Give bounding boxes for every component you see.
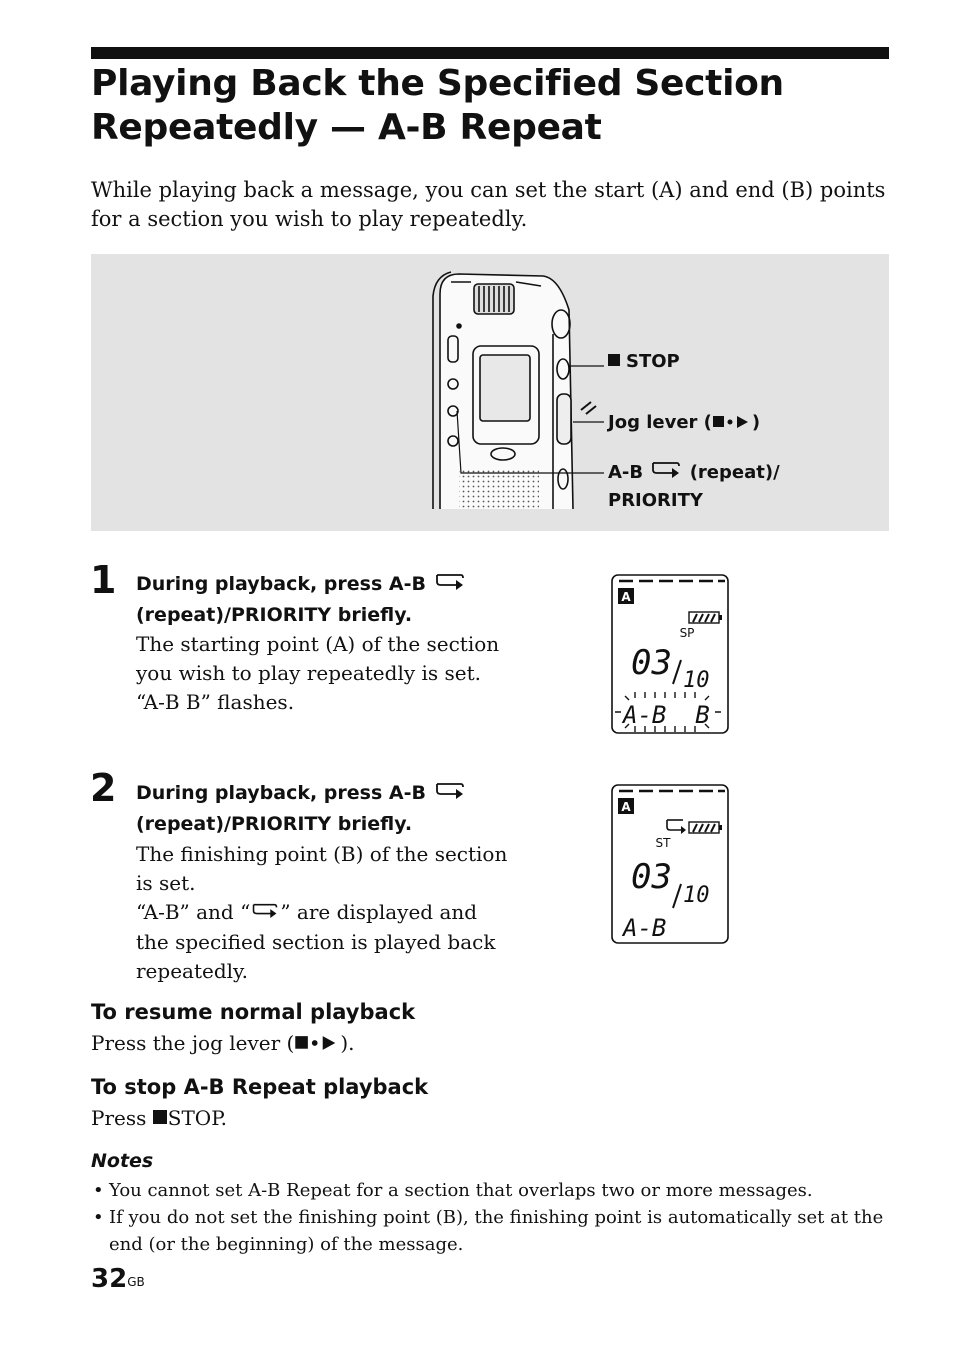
step-2-body-line: “A-B” and “ xyxy=(136,900,251,924)
stop-dot-play-icon xyxy=(294,1030,340,1059)
notes-heading: Notes xyxy=(91,1150,154,1172)
step-2-head-line2: (repeat)/PRIORITY briefly. xyxy=(136,812,413,835)
jog-label-pre: Jog lever ( xyxy=(608,412,712,433)
page-number: 32GB xyxy=(91,1262,145,1296)
repeat-arrow-icon xyxy=(433,570,467,600)
step-1-head-pre: During playback, press A-B xyxy=(136,573,426,595)
intro-paragraph: While playing back a message, you can se… xyxy=(91,178,886,231)
voice-recorder-drawing xyxy=(432,271,604,510)
recorder-illustration xyxy=(91,254,889,531)
stop-dot-play-icon xyxy=(712,410,752,437)
note-item: You cannot set A-B Repeat for a section … xyxy=(91,1177,891,1204)
repeat-arrow-icon xyxy=(250,899,280,928)
lcd-display-step-2: A ST 03 10 A-B xyxy=(611,784,729,944)
lcd2-text: A-B xyxy=(621,914,666,942)
stop-ab-heading: To stop A-B Repeat playback xyxy=(91,1075,429,1099)
resume-text-pre: Press the jog lever ( xyxy=(91,1031,295,1055)
step-1-body-line: The starting point (A) of the section xyxy=(136,632,500,656)
lcd-display-step-1: A SP 03 10 A-B B xyxy=(611,574,729,734)
lcd1-mode: SP xyxy=(680,626,695,640)
lcd2-mode: ST xyxy=(656,836,672,850)
step-1-body: The starting point (A) of the section yo… xyxy=(136,630,536,717)
step-2-head-pre: During playback, press A-B xyxy=(136,782,426,804)
resume-text: Press the jog lever (). xyxy=(91,1029,355,1059)
ab-repeat-label: A-B (repeat)/ PRIORITY xyxy=(608,459,780,514)
resume-heading: To resume normal playback xyxy=(91,1000,416,1024)
repeat-arrow-icon xyxy=(649,459,683,487)
stop-text-post: STOP. xyxy=(167,1106,227,1130)
step-2-heading: During playback, press A-B (repeat)/PRIO… xyxy=(136,778,467,839)
step-1-body-line: “A-B B” flashes. xyxy=(136,690,295,714)
step-2-body: The finishing point (B) of the section i… xyxy=(136,840,536,986)
jog-label-post: ) xyxy=(751,412,761,433)
step-2-body-line: is set. xyxy=(136,871,196,895)
lcd2-badge: A xyxy=(621,800,631,814)
step-2-body-line: the specified section is played back xyxy=(136,930,496,954)
stop-text-pre: Press xyxy=(91,1106,153,1130)
lcd2-total: 10 xyxy=(683,883,710,908)
lcd1-text: A-B B xyxy=(621,701,710,729)
stop-square-icon xyxy=(608,354,620,366)
repeat-arrow-icon xyxy=(433,779,467,809)
page-title: Playing Back the Specified Section Repea… xyxy=(91,62,891,150)
stop-square-icon xyxy=(152,1109,167,1124)
step-2-number: 2 xyxy=(90,766,117,810)
lcd1-badge: A xyxy=(621,590,631,604)
stop-ab-text: Press STOP. xyxy=(91,1104,227,1133)
lcd1-msg: 03 xyxy=(631,643,672,683)
step-2-body-line: repeatedly. xyxy=(136,959,249,983)
step-2-body-line: The finishing point (B) of the section xyxy=(136,842,508,866)
ab-label-post: (repeat)/ xyxy=(689,462,780,483)
lcd2-msg: 03 xyxy=(631,857,672,897)
note-item: If you do not set the finishing point (B… xyxy=(91,1204,891,1258)
resume-text-post: ). xyxy=(340,1031,355,1055)
step-1-head-line2: (repeat)/PRIORITY briefly. xyxy=(136,603,413,626)
stop-label: STOP xyxy=(608,348,680,375)
title-line-1: Playing Back the Specified Section xyxy=(91,63,784,104)
step-1-body-line: you wish to play repeatedly is set. xyxy=(136,661,482,685)
page-suffix: GB xyxy=(127,1275,145,1289)
page-number-value: 32 xyxy=(91,1264,128,1294)
stop-label-text: STOP xyxy=(626,351,680,372)
step-2-body-line: ” are displayed and xyxy=(280,900,478,924)
title-rule xyxy=(91,47,889,59)
ab-label-pre: A-B xyxy=(608,462,644,483)
step-1-heading: During playback, press A-B (repeat)/PRIO… xyxy=(136,569,467,630)
step-1-number: 1 xyxy=(90,558,117,602)
notes-list: You cannot set A-B Repeat for a section … xyxy=(91,1177,891,1258)
ab-label-line2: PRIORITY xyxy=(608,490,703,511)
lcd1-total: 10 xyxy=(683,668,710,693)
jog-lever-label: Jog lever () xyxy=(608,409,760,437)
title-line-2: Repeatedly — A-B Repeat xyxy=(91,107,602,148)
